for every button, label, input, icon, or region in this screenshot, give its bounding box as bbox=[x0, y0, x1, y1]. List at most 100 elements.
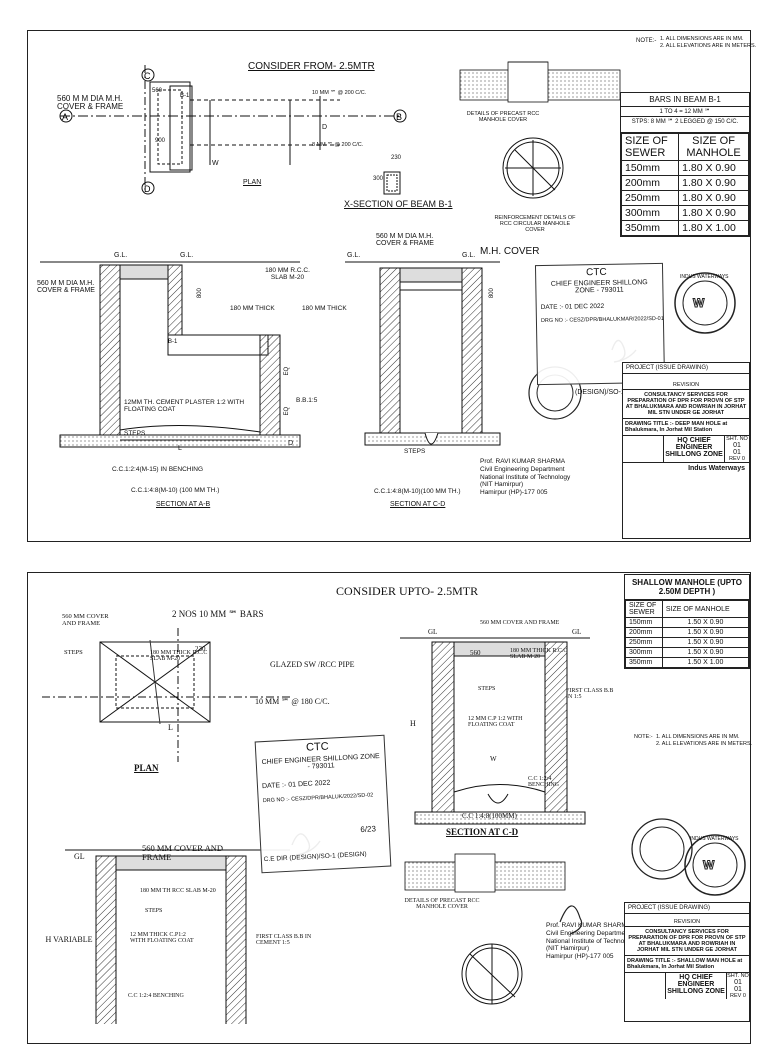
b1-label-section: B-1 bbox=[168, 339, 178, 345]
tb2-sheet-no: SHT. NO 01 01 REV 0 bbox=[726, 973, 749, 999]
stamp-sig-text-1: (DESIGN)/SO-1 (DES bbox=[575, 389, 644, 396]
tb2-drawing-title: DRAWING TITLE :- SHALLOW MAN HOLE at Bha… bbox=[625, 956, 749, 973]
precast-cover-label-2: DETAILS OF PRECAST RCC MANHOLE COVER bbox=[404, 898, 480, 911]
sheet-1-border bbox=[27, 30, 751, 542]
ctc-stamp-2: CTC CHIEF ENGINEER SHILLONG ZONE - 79301… bbox=[254, 734, 392, 874]
stamp-date: DATE :- 01 DEC 2022 bbox=[540, 302, 605, 312]
notes-heading: NOTE:- bbox=[636, 38, 657, 44]
shallow-row-manhole: 1.50 X 1.00 bbox=[661, 657, 750, 668]
tb2-consultancy: CONSULTANCY SERVICES FOR PREPARATION OF … bbox=[625, 927, 749, 956]
prof2-address: Hamirpur (HP)-177 005 bbox=[546, 953, 614, 961]
sheet2-logo-ww: W bbox=[703, 858, 715, 872]
title-block-2: PROJECT (ISSUE DRAWING) REVISION CONSULT… bbox=[624, 902, 750, 1022]
bb-label: B.B.1:5 bbox=[296, 397, 318, 404]
steps-label-cd-2: STEPS bbox=[478, 686, 496, 692]
shallow-row-manhole: 1.50 X 0.90 bbox=[661, 637, 750, 648]
size-row-sewer: 300mm bbox=[620, 205, 680, 221]
tb-revision: REVISION bbox=[623, 374, 749, 390]
cp-label-lower: 12 MM THICK C.P1:2 WITH FLOATING COAT bbox=[130, 932, 194, 945]
shallow-row-manhole: 1.50 X 0.90 bbox=[661, 627, 750, 638]
beam-bars-table: BARS IN BEAM B-1 1 TO 4 = 12 MM ℠ STPS: … bbox=[620, 92, 750, 134]
tb2-office: HQ CHIEF ENGINEER SHILLONG ZONE bbox=[665, 973, 726, 999]
stamp2-org: CHIEF ENGINEER SHILLONG ZONE - 793011 bbox=[261, 752, 380, 771]
beam-table-row-2: STPS: 8 MM ℠ 2 LEGGED @ 150 C/C. bbox=[631, 119, 739, 125]
size-row-sewer: 350mm bbox=[620, 220, 680, 236]
stamp-org: CHIEF ENGINEER SHILLONG ZONE - 793011 bbox=[550, 279, 648, 295]
cover-frame-label-2: 560 M M DIA M.H. COVER & FRAME bbox=[376, 233, 434, 248]
plan-label-2: PLAN bbox=[134, 763, 159, 773]
prof-dept: Civil Engineering Department bbox=[480, 465, 565, 473]
sheet2-note-2: 2. ALL ELEVATIONS ARE IN METERS. bbox=[656, 741, 753, 747]
shallow-row-sewer: 300mm bbox=[625, 647, 663, 658]
slab-label-cd: 180 MM THICK R.C.C SLAB M-20 bbox=[510, 648, 568, 661]
thick-label-cd: 180 MM THICK bbox=[302, 305, 347, 312]
dim-800-cd: 800 bbox=[488, 288, 495, 299]
sheet2-consider-title: CONSIDER UPTO- 2.5MTR bbox=[336, 584, 479, 598]
cover-label-plan: 560 MM COVER AND FRAME bbox=[62, 613, 109, 627]
prof2-inst: National Institute of Technology bbox=[546, 937, 637, 945]
stamp-drg: DRG NO :- CESZ/DPR/BHALUKMAR/2022/SD-01 bbox=[540, 315, 664, 325]
size-row-sewer: 250mm bbox=[620, 190, 680, 206]
prof-block-2: Prof. RAVI KUMAR SHARMA Civil Engineerin… bbox=[546, 922, 636, 961]
tb-office: HQ CHIEF ENGINEER SHILLONG ZONE bbox=[663, 436, 724, 462]
sheet1-logo-ww: W bbox=[693, 296, 705, 310]
prof-inst-short: (NIT Hamirpur) bbox=[480, 481, 524, 489]
benching-label: C.C.1:2:4(M-15) IN BENCHING bbox=[112, 466, 204, 473]
beam-table-row-1: 1 TO 4 = 12 MM ℠ bbox=[621, 107, 749, 117]
tb2-sht-value: 01 bbox=[734, 979, 742, 986]
size-header-sewer: SIZE OF SEWER bbox=[620, 133, 680, 161]
bb-label-2: FIRST CLASS B.B IN 1:5 bbox=[566, 688, 614, 701]
shallow-heading: SHALLOW MANHOLE (UPTO 2.50M DEPTH ) bbox=[625, 575, 749, 600]
sheet1-consider-title: CONSIDER FROM- 2.5MTR bbox=[248, 61, 375, 72]
sheet-2-drawing: W bbox=[42, 628, 746, 1024]
cp-label: 12 MM C.P 1:2 WITH FLOATING COAT bbox=[468, 716, 523, 729]
bar-10mm-label-2: 10 MM ℠ @ 180 C/C. bbox=[255, 697, 330, 706]
cc-label-cd-2: C.C 1:4:8(100MM) bbox=[462, 812, 517, 820]
eq-label-2: EQ bbox=[284, 406, 291, 416]
prof-block-1: Prof. RAVI KUMAR SHARMA Civil Engineerin… bbox=[480, 458, 570, 497]
eq-label-1: EQ bbox=[284, 366, 291, 376]
beam-xsection-label: X-SECTION OF BEAM B-1 bbox=[344, 199, 453, 209]
prof2-inst-short: (NIT Hamirpur) bbox=[546, 945, 590, 953]
tb2-sht-of: 01 bbox=[734, 986, 742, 993]
cover-label-lower: 560 MM COVER AND FRAME bbox=[142, 843, 223, 862]
gl-label-cd-1: GL bbox=[428, 628, 438, 636]
tb-office-row: HQ CHIEF ENGINEER SHILLONG ZONE SHT. NO … bbox=[623, 436, 749, 463]
precast-cover-label: DETAILS OF PRECAST RCC MANHOLE COVER bbox=[466, 111, 540, 123]
cc-label-cd: C.C.1:4:8(M-10)(100 MM TH.) bbox=[374, 488, 461, 495]
sheet2-note-heading: NOTE:- bbox=[634, 734, 653, 740]
plan-marker-d: D bbox=[144, 184, 151, 194]
gl-label-1: G.L. bbox=[114, 252, 128, 259]
section-cd-label: SECTION AT C-D bbox=[390, 501, 446, 508]
tb-rev-value: 0 bbox=[741, 456, 745, 462]
size-row-sewer: 150mm bbox=[620, 160, 680, 176]
steps-label-lower: STEPS bbox=[145, 908, 163, 914]
steps-label-ab: STEPS bbox=[124, 430, 146, 437]
tb2-revision: REVISION bbox=[625, 914, 749, 927]
stamp2-sig: C.E DIR (DESIGN)/SO-1 (DESIGN) bbox=[263, 850, 367, 864]
gl-label-lower: GL bbox=[74, 852, 85, 861]
stamp2-date: DATE :- 01 DEC 2022 bbox=[261, 779, 331, 791]
shallow-header-manhole: SIZE OF MANHOLE bbox=[661, 600, 750, 618]
bar-8mm-label: 8 MM ℠ @ 200 C/C. bbox=[312, 142, 364, 148]
shallow-row-sewer: 150mm bbox=[625, 617, 663, 628]
tb-sht-of: 01 bbox=[733, 449, 741, 456]
mh-cover-label: M.H. COVER bbox=[480, 246, 540, 257]
tb2-rev-label: REV bbox=[730, 993, 742, 999]
dim-560-cd: 560 bbox=[470, 649, 481, 657]
cc-label-ab: C.C.1:4:8(M-10) (100 MM TH.) bbox=[131, 487, 220, 494]
d-label-ab: D bbox=[288, 440, 294, 447]
prof-address: Hamirpur (HP)-177 005 bbox=[480, 489, 548, 497]
dim-560: 560 bbox=[152, 88, 163, 94]
benching-label-lower: C.C 1:2:4 BENCHING bbox=[128, 993, 184, 999]
shallow-header-sewer: SIZE OF SEWER bbox=[625, 600, 663, 618]
plan-marker-c: C bbox=[144, 71, 151, 81]
tb-sheet-no: SHT. NO 01 01 REV 0 bbox=[724, 436, 749, 462]
tb2-rev-value: 0 bbox=[742, 993, 746, 999]
label-d-plan: D bbox=[322, 124, 328, 131]
shallow-row-sewer: 250mm bbox=[625, 637, 663, 648]
sheet-separator bbox=[0, 548, 768, 562]
stamp-ctc: CTC bbox=[586, 266, 607, 279]
prof-name: Prof. RAVI KUMAR SHARMA bbox=[480, 458, 566, 465]
bar-10mm-label: 10 MM ℠ @ 200 C/C. bbox=[312, 90, 367, 96]
